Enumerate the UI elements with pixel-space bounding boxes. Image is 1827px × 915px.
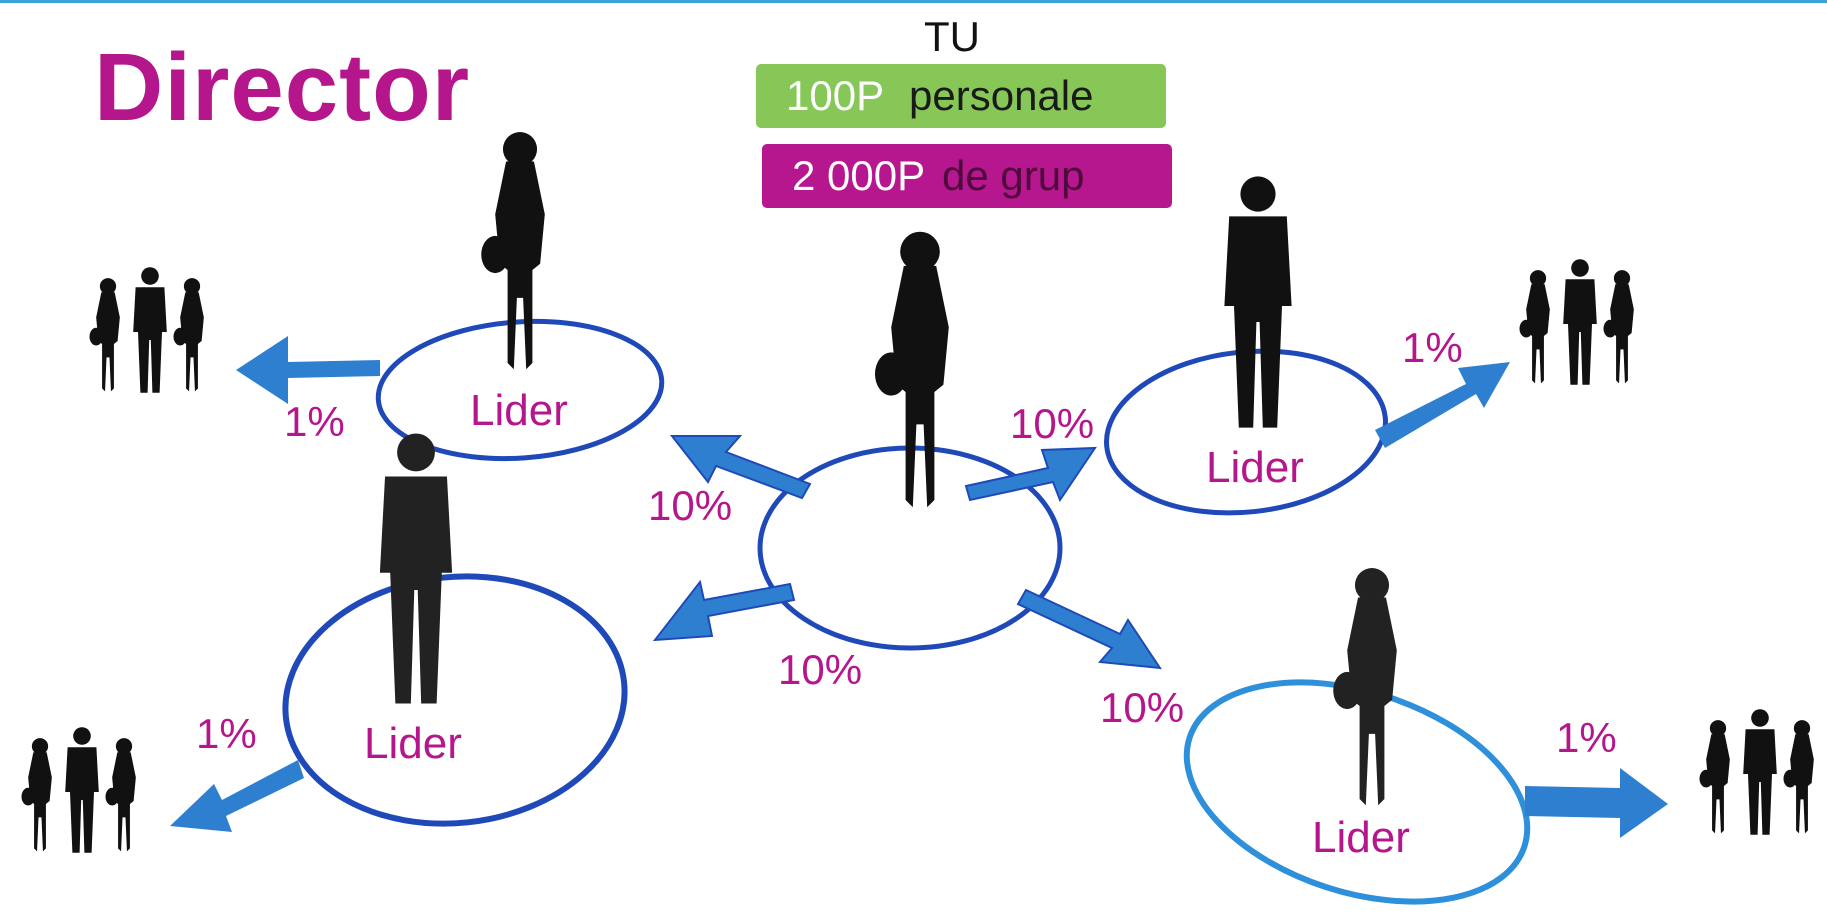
- top-border-line: [0, 0, 1827, 3]
- arrow-leader-bottom-right-out: [1525, 768, 1668, 838]
- leader-label-bottom-right: Lider: [1312, 813, 1410, 862]
- leader-ring-bottom-left: [282, 573, 628, 827]
- leader-label-top-left: Lider: [470, 386, 568, 435]
- leader-label-bottom-left: Lider: [364, 719, 462, 768]
- percent-to-leader-bottom-left: 10%: [778, 646, 862, 693]
- leader-figure-top-left: [481, 132, 545, 370]
- percent-from-leader-top-left: 1%: [284, 398, 345, 445]
- group-bottom-right: [1700, 709, 1814, 835]
- group-top-left: [90, 267, 204, 393]
- personal-points-badge: 100P personale: [756, 64, 1166, 128]
- percent-from-leader-bottom-right: 1%: [1556, 714, 1617, 761]
- central-person-figure: [875, 231, 949, 508]
- arrow-center-top-left: [669, 435, 812, 500]
- page-title: Director: [94, 34, 471, 141]
- group-points-label: de grup: [942, 152, 1085, 199]
- arrow-leader-bottom-left-out: [170, 760, 304, 832]
- personal-points-value: 100P: [786, 72, 884, 119]
- group-bottom-left: [22, 727, 136, 853]
- percent-from-leader-top-right: 1%: [1402, 324, 1463, 371]
- group-points-value: 2 000P: [792, 152, 925, 199]
- arrow-leader-top-right-out: [1375, 362, 1510, 448]
- percent-to-leader-bottom-right: 10%: [1100, 684, 1184, 731]
- leader-label-top-right: Lider: [1206, 443, 1304, 492]
- center-person-label: TU: [924, 13, 980, 60]
- group-top-right: [1520, 259, 1634, 385]
- group-points-badge: 2 000P de grup: [762, 144, 1172, 208]
- personal-points-label: personale: [909, 72, 1094, 119]
- percent-to-leader-top-right: 10%: [1010, 400, 1094, 447]
- leader-figure-bottom-right: [1333, 568, 1397, 806]
- percent-from-leader-bottom-left: 1%: [196, 710, 257, 757]
- leader-figure-bottom-left: [379, 433, 453, 704]
- percent-to-leader-top-left: 10%: [648, 482, 732, 529]
- arrow-center-bottom-right: [1016, 588, 1163, 670]
- arrow-leader-top-left-out: [236, 336, 380, 404]
- arrow-center-top-right: [964, 446, 1097, 503]
- leader-figure-top-right: [1224, 176, 1292, 428]
- arrow-center-bottom-left: [652, 579, 796, 642]
